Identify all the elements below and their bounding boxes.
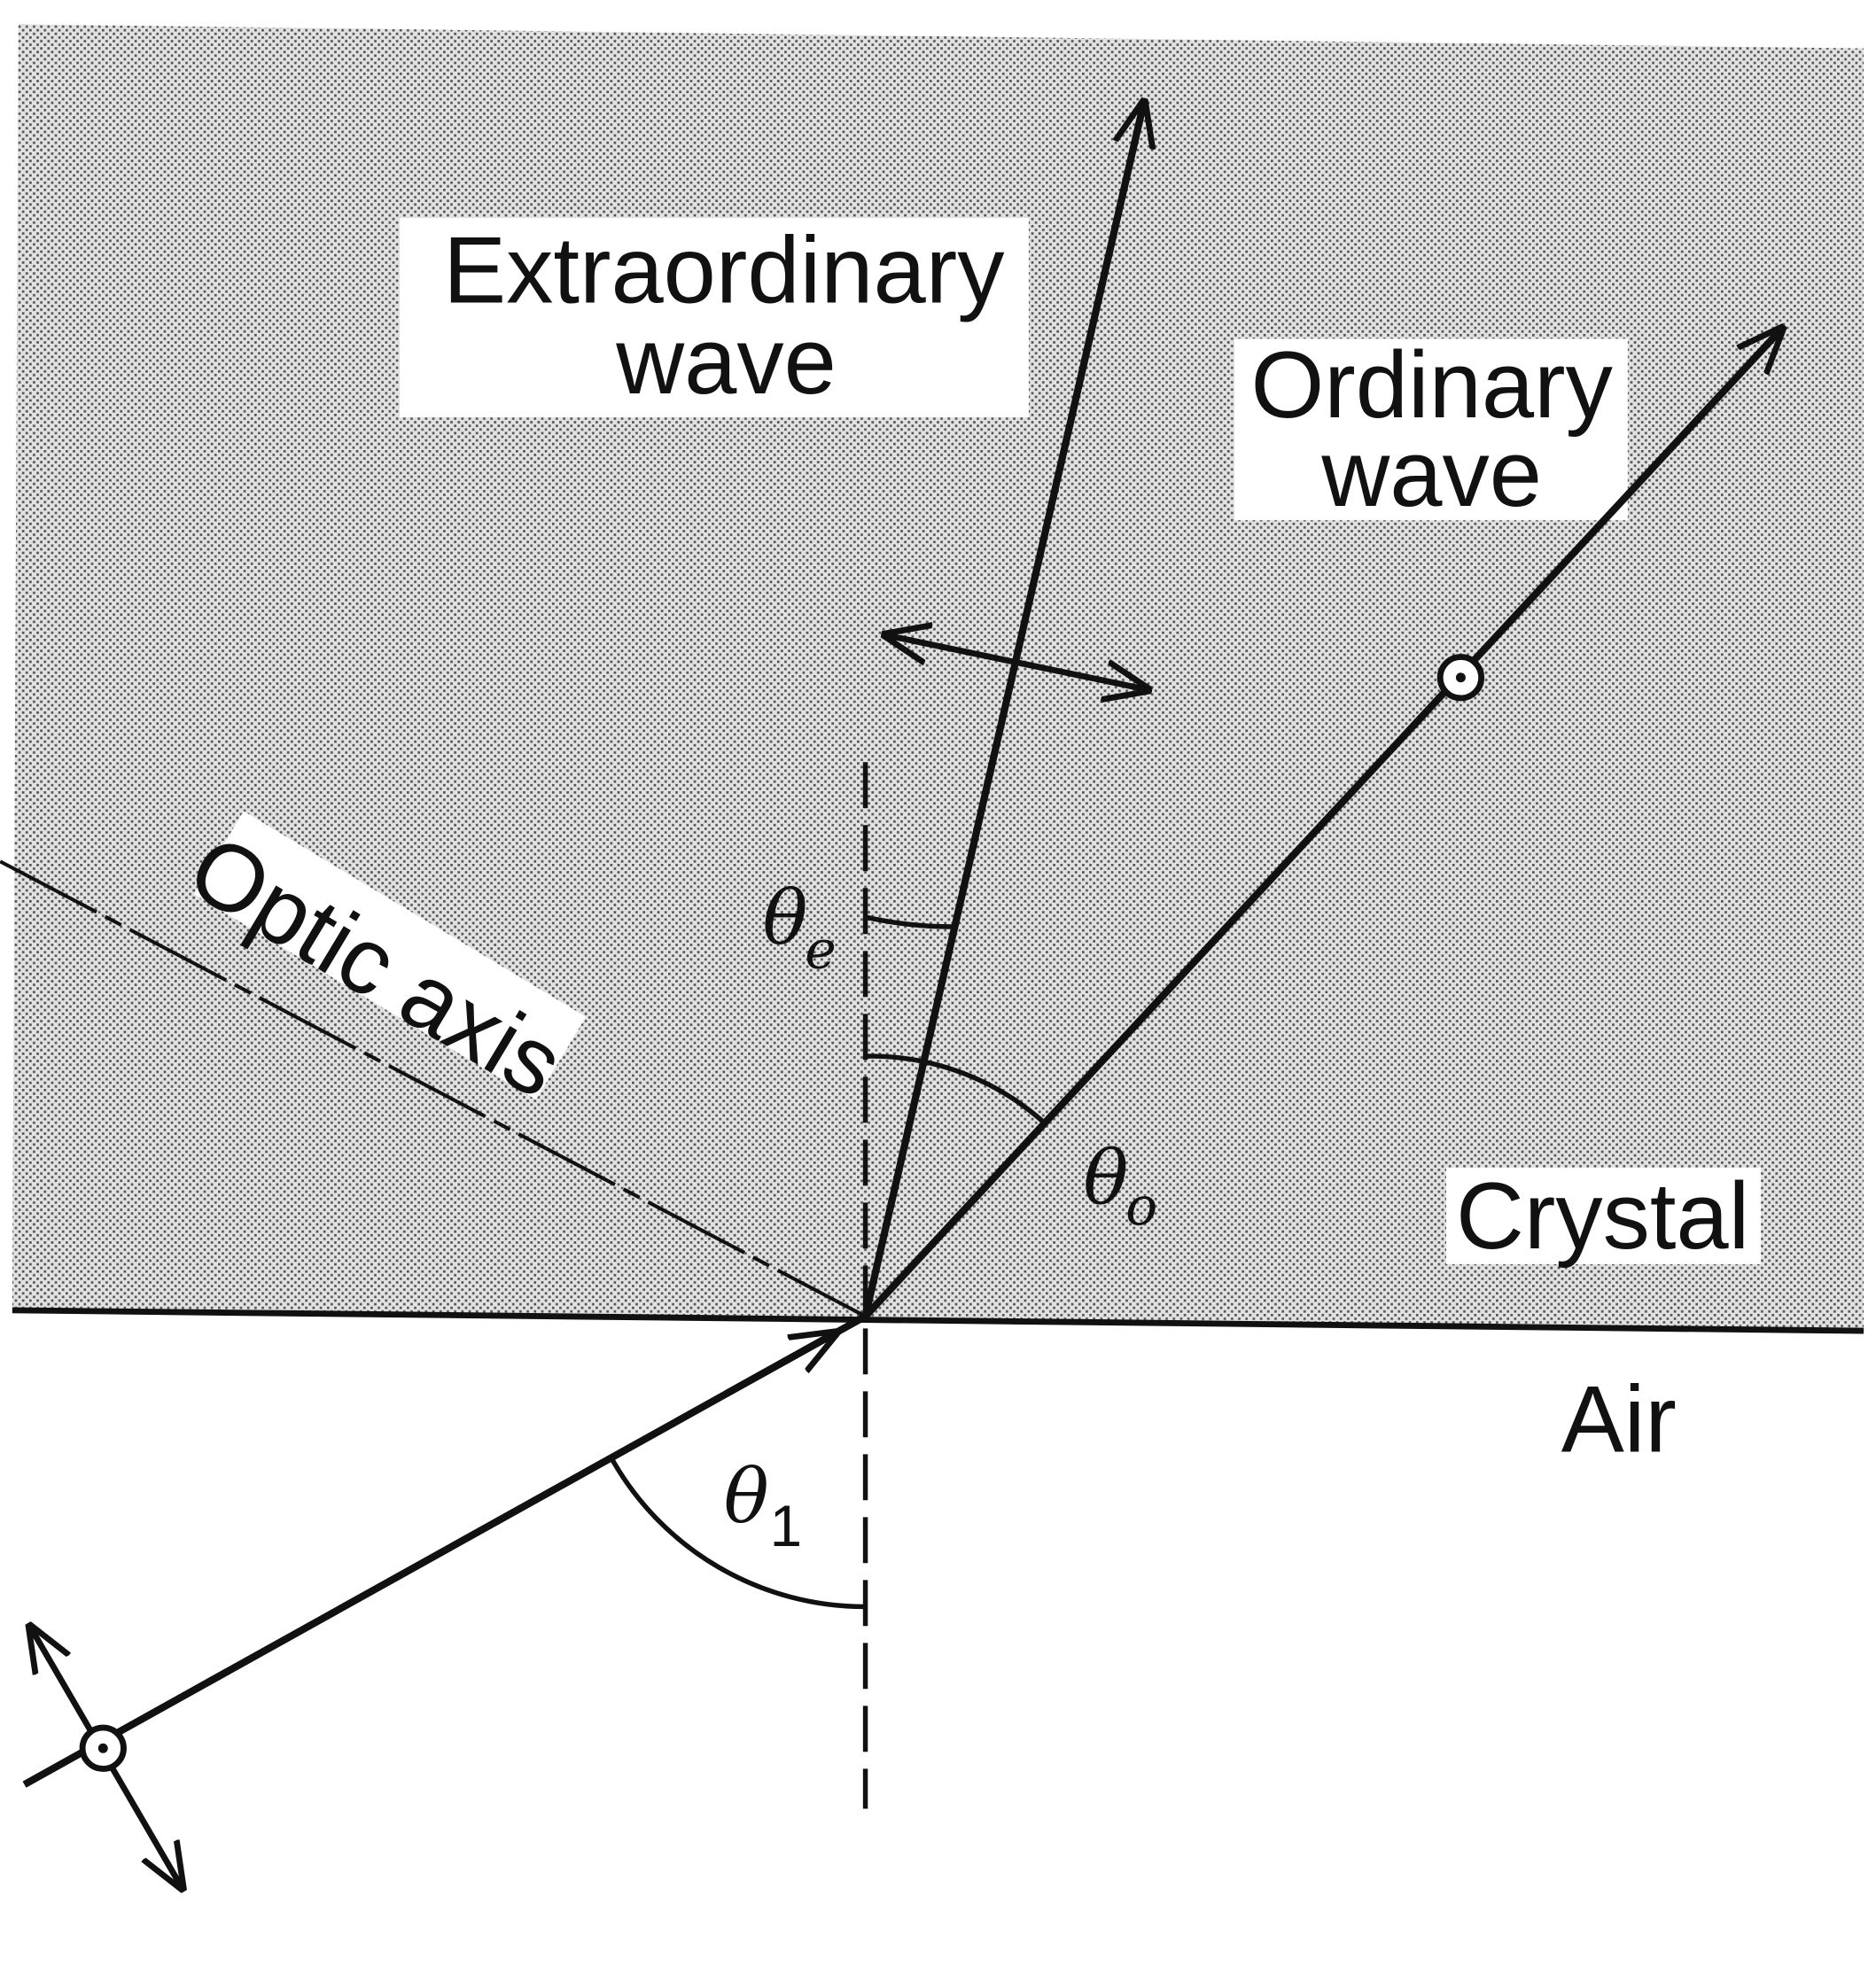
theta-1-arc — [609, 1457, 866, 1610]
ordinary-label-line1: Ordinary — [1250, 332, 1613, 438]
ordinary-label-bg — [1234, 338, 1628, 521]
e-polarization-double-arrow — [886, 635, 1148, 689]
theta-1-subscript: 1 — [770, 1494, 802, 1558]
theta-o-symbol: θ — [1083, 1134, 1128, 1222]
theta-e-label: θ e — [762, 874, 836, 981]
ordinary-ray — [862, 329, 1782, 1319]
extraordinary-label-line2: wave — [615, 308, 837, 414]
theta-e-subscript: e — [805, 919, 837, 981]
air-label: Air — [1561, 1367, 1677, 1473]
extraordinary-label-line1: Extraordinary — [443, 217, 1005, 322]
theta-o-label: θ o — [1083, 1134, 1157, 1238]
crystal-label: Crystal — [1456, 1163, 1749, 1269]
optic-axis-line — [0, 859, 867, 1318]
theta-o-arc — [865, 1053, 1049, 1127]
extraordinary-label-bg — [399, 217, 1029, 418]
interface-line — [12, 1307, 1864, 1334]
theta-o-subscript: o — [1125, 1176, 1157, 1238]
ordinary-label-line2: wave — [1320, 421, 1542, 526]
incident-polarization-dot-icon — [79, 1724, 127, 1772]
crystal-label-bg — [1446, 1167, 1762, 1264]
optic-axis-label-bg — [193, 811, 587, 1100]
theta-e-symbol: θ — [762, 874, 807, 961]
theta-1-label: θ 1 — [724, 1452, 802, 1558]
theta-e-arc — [864, 914, 957, 929]
theta-1-symbol: θ — [724, 1452, 769, 1540]
incident-ray-arrow — [724, 1333, 836, 1397]
o-polarization-dot-icon — [1436, 654, 1485, 702]
extraordinary-ray — [861, 103, 1144, 1317]
